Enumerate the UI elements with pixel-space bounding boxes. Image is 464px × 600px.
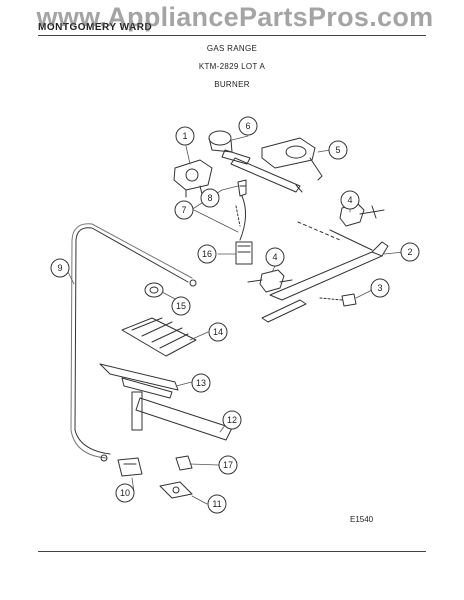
svg-text:4: 4 — [347, 195, 352, 205]
top-rule — [38, 35, 426, 36]
callout-1: 1 — [175, 126, 195, 146]
svg-text:1: 1 — [182, 131, 187, 141]
callout-10: 10 — [115, 483, 135, 503]
callout-13: 13 — [191, 373, 211, 393]
svg-text:10: 10 — [120, 488, 130, 498]
part-12-long-burner — [135, 397, 233, 441]
callout-12: 12 — [222, 410, 242, 430]
part-8-bracket — [237, 179, 247, 197]
svg-text:8: 8 — [207, 193, 212, 203]
callout-2: 2 — [400, 242, 420, 262]
part-6-burner — [208, 130, 303, 193]
part-15-nut — [144, 282, 164, 298]
callout-3: 3 — [370, 278, 390, 298]
svg-text:12: 12 — [227, 415, 237, 425]
callout-17: 17 — [218, 455, 238, 475]
watermark: www.AppliancePartsPros.com — [36, 2, 434, 32]
part-11-bracket — [159, 481, 193, 499]
product-heading: GAS RANGE — [206, 44, 258, 53]
part-7-wire — [235, 195, 246, 241]
svg-text:3: 3 — [377, 283, 382, 293]
svg-text:6: 6 — [245, 121, 250, 131]
callouts: 1 2 3 4 4 5 6 7 8 9 10 11 12 13 14 15 16… — [50, 116, 420, 514]
svg-text:16: 16 — [202, 249, 212, 259]
part-10-clip — [117, 457, 143, 477]
part-4-valve-left — [247, 269, 293, 293]
callout-16: 16 — [197, 244, 217, 264]
svg-text:11: 11 — [212, 499, 221, 509]
bottom-rule — [38, 551, 426, 552]
part-13-burner-tube — [99, 363, 179, 431]
part-2-manifold — [261, 221, 389, 323]
part-16-module — [235, 241, 253, 265]
svg-text:7: 7 — [181, 205, 186, 215]
part-1-valve — [173, 159, 213, 198]
leader-lines — [65, 135, 405, 505]
callout-8: 8 — [200, 188, 220, 208]
callout-15: 15 — [171, 296, 191, 316]
brand-label: MONTGOMERY WARD — [38, 22, 153, 33]
part-3-fitting — [319, 293, 357, 307]
part-5-burner — [261, 137, 323, 181]
svg-text:2: 2 — [407, 247, 412, 257]
callout-7: 7 — [174, 200, 194, 220]
part-9-gas-tube — [70, 223, 197, 462]
svg-text:9: 9 — [57, 263, 62, 273]
callout-9: 9 — [50, 258, 70, 278]
callout-6: 6 — [238, 116, 258, 136]
svg-text:14: 14 — [213, 327, 223, 337]
diagram-code: E1540 — [350, 515, 374, 524]
svg-text:13: 13 — [196, 378, 206, 388]
callout-4b: 4 — [265, 247, 285, 267]
part-17-clip — [175, 455, 193, 471]
svg-text:15: 15 — [176, 301, 186, 311]
part-14-shield — [121, 317, 197, 357]
svg-text:17: 17 — [223, 460, 233, 470]
callout-14: 14 — [208, 322, 228, 342]
model-heading: KTM-2829 LOT A — [198, 62, 266, 71]
section-heading: BURNER — [214, 80, 250, 89]
callout-11: 11 — [207, 494, 227, 514]
callout-4a: 4 — [340, 190, 360, 210]
callout-5: 5 — [328, 140, 348, 160]
svg-text:5: 5 — [335, 145, 340, 155]
svg-text:4: 4 — [272, 252, 277, 262]
